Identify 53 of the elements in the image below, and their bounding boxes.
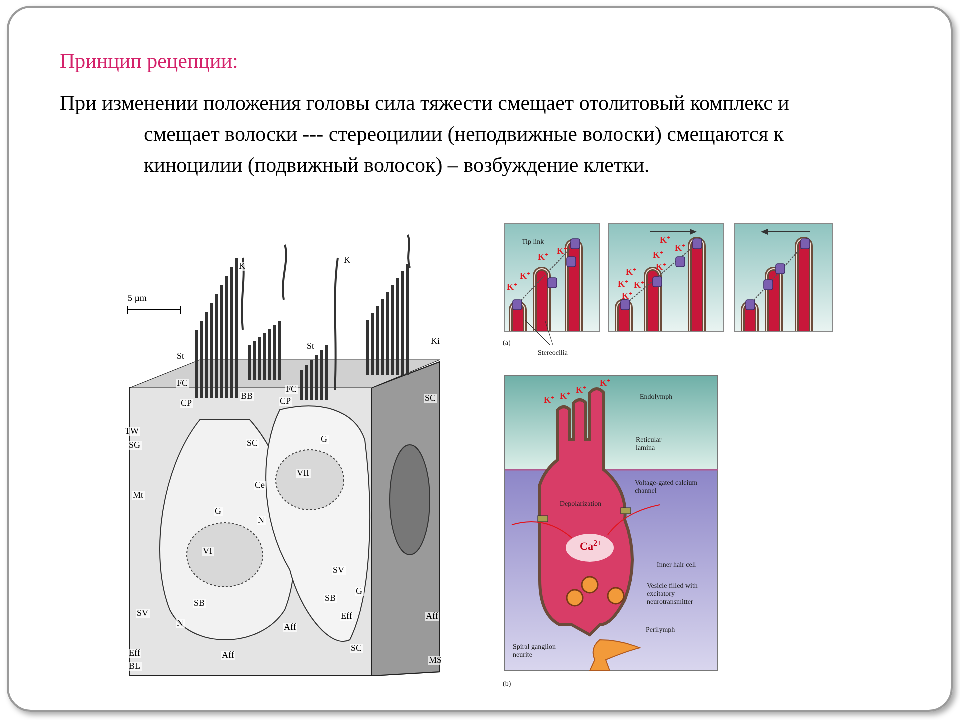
part-label: CP	[180, 399, 194, 408]
ion-label: K$^{+}$	[626, 268, 637, 277]
part-label: G	[214, 507, 222, 516]
part-label: K	[238, 262, 246, 271]
part-label: BB	[240, 392, 254, 401]
slide-title: Принцип рецепции:	[60, 48, 238, 75]
ion-label: K$^{+}$	[653, 251, 664, 260]
part-label: SB	[324, 594, 338, 603]
ion-label: K$^{+}$	[600, 379, 611, 388]
ion-label: K$^{+}$	[576, 386, 587, 395]
part-label: SB	[193, 599, 206, 608]
ion-label: K$^{+}$	[675, 244, 686, 253]
part-label: FC	[176, 379, 190, 388]
part-label: Ce	[254, 481, 266, 490]
part-label: Aff	[425, 612, 440, 621]
part-label: G	[320, 435, 328, 444]
body-text: При изменении положения головы сила тяжести смещает отолитовый комплекс и смещает волоски --- стереоцилии (неподвижные волоски) смещаются к киноцилии (подвижный волосок) – возбуждение клетки.	[60, 90, 790, 179]
part-label: CP	[279, 397, 292, 406]
ion-label: K$^{+}$	[544, 396, 555, 405]
part-label: Eff	[340, 612, 354, 621]
ion-label: K$^{+}$	[507, 283, 518, 292]
part-label: Aff	[221, 651, 236, 660]
part-label: N	[257, 516, 266, 525]
ion-label: K$^{+}$	[656, 263, 667, 272]
scale-label: 5 µm	[128, 292, 147, 305]
ion-label: Ca$^{2+}$	[580, 542, 602, 553]
part-label: SC	[246, 439, 260, 448]
part-label: Ki	[430, 337, 441, 346]
part-label: St	[176, 352, 186, 361]
part-label: VII	[296, 469, 310, 478]
part-label: SC	[350, 644, 364, 653]
ion-label: K$^{+}$	[660, 236, 671, 245]
ion-label: K$^{+}$	[520, 272, 531, 281]
part-label: Mt	[132, 491, 145, 500]
part-label: MS	[428, 656, 444, 665]
part-label: K	[343, 256, 352, 265]
ion-label: K$^{+}$	[560, 392, 571, 401]
part-label: SG	[128, 441, 142, 450]
part-label: G	[355, 587, 364, 596]
ion-label: K$^{+}$	[538, 253, 549, 262]
ion-label: K$^{+}$	[618, 280, 629, 289]
ion-label: K$^{+}$	[622, 292, 633, 301]
part-label: Aff	[283, 623, 298, 632]
part-label: SV	[332, 566, 346, 575]
part-label: BL	[128, 662, 142, 671]
part-label: VI	[202, 547, 214, 556]
part-label: St	[306, 342, 316, 351]
part-label: N	[176, 619, 184, 628]
part-label: SV	[136, 609, 150, 618]
part-label: Eff	[128, 649, 142, 658]
part-label: SC	[424, 394, 438, 403]
part-label: TW	[124, 427, 140, 436]
part-label: FC	[285, 385, 298, 394]
